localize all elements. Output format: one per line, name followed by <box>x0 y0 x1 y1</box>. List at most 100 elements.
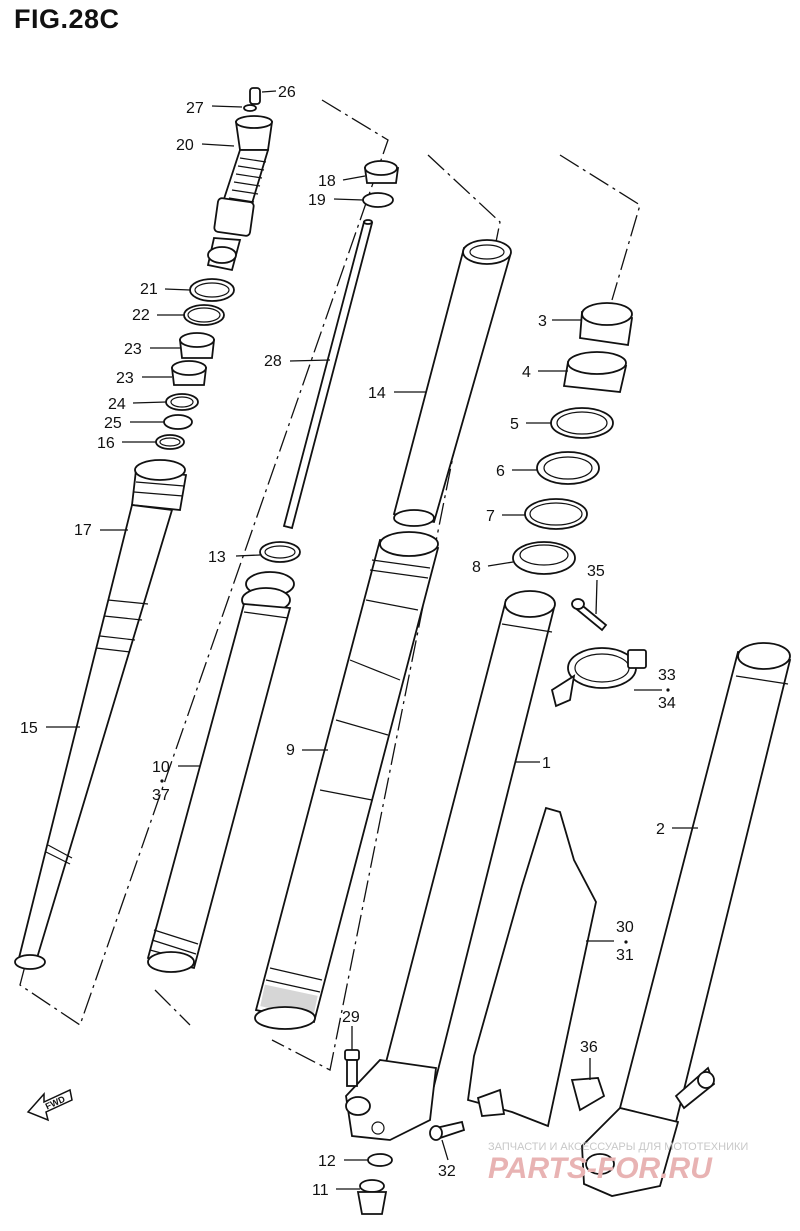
svg-text:9: 9 <box>286 742 295 759</box>
watermark-logo: PARTS-FOR.RU <box>488 1152 713 1185</box>
inner-tube-9 <box>254 531 440 1030</box>
svg-text:26: 26 <box>278 84 296 101</box>
svg-text:29: 29 <box>342 1009 360 1026</box>
svg-text:37: 37 <box>152 787 170 804</box>
callout-6: 6 <box>496 463 537 480</box>
damper-cylinder-17-15 <box>14 459 188 970</box>
bolt-32 <box>429 1120 466 1141</box>
outer-tube-1 <box>345 590 556 1141</box>
svg-text:19: 19 <box>308 192 326 209</box>
svg-text:21: 21 <box>140 281 158 298</box>
svg-text:22: 22 <box>132 307 150 324</box>
svg-text:34: 34 <box>658 695 676 712</box>
svg-text:20: 20 <box>176 137 194 154</box>
ring-18 <box>363 160 400 184</box>
clamp-33-34 <box>550 647 647 708</box>
callout-15: 15 <box>20 720 80 737</box>
svg-text:35: 35 <box>587 563 605 580</box>
svg-text:17: 17 <box>74 522 92 539</box>
callout-27: 27 <box>186 100 243 117</box>
svg-text:31: 31 <box>616 947 634 964</box>
collar-23a <box>178 332 216 359</box>
callout-25: 25 <box>104 415 164 432</box>
svg-text:30: 30 <box>616 919 634 936</box>
callout-2: 2 <box>656 821 698 838</box>
callout-30: 30 <box>586 919 634 944</box>
spring-10 <box>146 571 295 973</box>
callout-24: 24 <box>108 396 167 413</box>
svg-text:25: 25 <box>104 415 122 432</box>
collar-23b <box>170 360 208 386</box>
washer-24 <box>165 393 199 411</box>
callout-18: 18 <box>318 173 366 190</box>
callout-34: 34 <box>658 695 676 712</box>
callout-23a: 23 <box>124 341 180 358</box>
washer-5 <box>550 407 614 439</box>
callout-16: 16 <box>97 435 156 452</box>
fwd-arrow: FWD <box>26 1088 73 1122</box>
svg-text:7: 7 <box>486 508 495 525</box>
callout-1: 1 <box>516 755 551 772</box>
bolt-26 <box>249 87 261 105</box>
svg-text:14: 14 <box>368 385 386 402</box>
figure-title: FIG.28C <box>14 4 120 34</box>
callout-5: 5 <box>510 416 551 433</box>
washer-12 <box>367 1153 393 1167</box>
callout-7: 7 <box>486 508 525 525</box>
callout-20: 20 <box>176 137 235 154</box>
callout-14: 14 <box>368 385 426 402</box>
svg-text:12: 12 <box>318 1153 336 1170</box>
svg-text:13: 13 <box>208 549 226 566</box>
callout-31: 31 <box>616 947 634 964</box>
svg-text:33: 33 <box>658 667 676 684</box>
svg-text:16: 16 <box>97 435 115 452</box>
svg-text:3: 3 <box>538 313 547 330</box>
ring-21 <box>189 278 235 302</box>
bracket-36 <box>570 1077 606 1112</box>
drain-bolt-11 <box>356 1179 388 1215</box>
svg-text:36: 36 <box>580 1039 598 1056</box>
svg-text:24: 24 <box>108 396 126 413</box>
svg-text:5: 5 <box>510 416 519 433</box>
watermark-caption: ЗАПЧАСТИ И АКСЕССУАРЫ ДЛЯ МОТОТЕХНИКИ <box>488 1141 748 1153</box>
callout-3: 3 <box>538 313 582 330</box>
dust-seal-8 <box>512 541 576 575</box>
svg-text:2: 2 <box>656 821 665 838</box>
callout-8: 8 <box>472 559 514 576</box>
svg-text:32: 32 <box>438 1163 456 1180</box>
ring-16 <box>155 434 185 450</box>
svg-text:1: 1 <box>542 755 551 772</box>
svg-text:23: 23 <box>124 341 142 358</box>
assembly-outline-center <box>154 154 501 1071</box>
washer-25 <box>163 414 193 430</box>
callout-23b: 23 <box>116 370 172 387</box>
bolt-35 <box>571 598 608 632</box>
svg-text:10: 10 <box>152 759 170 776</box>
rod-28 <box>282 219 374 530</box>
callout-4: 4 <box>522 364 568 381</box>
callout-17: 17 <box>74 522 128 539</box>
svg-text:27: 27 <box>186 100 204 117</box>
callout-12: 12 <box>318 1153 368 1170</box>
callout-13: 13 <box>208 549 261 566</box>
callout-33: 33 <box>634 667 676 692</box>
ring-19 <box>362 192 394 208</box>
svg-text:6: 6 <box>496 463 505 480</box>
svg-text:18: 18 <box>318 173 336 190</box>
callout-19: 19 <box>308 192 364 209</box>
sleeve-14 <box>392 239 512 527</box>
callout-37: 37 <box>152 787 170 804</box>
fork-guard-30-31 <box>467 806 597 1128</box>
bolt-29 <box>344 1049 360 1087</box>
callout-9: 9 <box>286 742 328 759</box>
callout-21: 21 <box>140 281 191 298</box>
clip-7 <box>524 498 588 530</box>
callout-22: 22 <box>132 307 184 324</box>
callout-28: 28 <box>264 353 331 370</box>
callout-29: 29 <box>342 1009 360 1050</box>
callout-36: 36 <box>580 1039 598 1080</box>
bushing-3 <box>579 302 634 347</box>
callout-26: 26 <box>261 84 296 101</box>
svg-text:28: 28 <box>264 353 282 370</box>
